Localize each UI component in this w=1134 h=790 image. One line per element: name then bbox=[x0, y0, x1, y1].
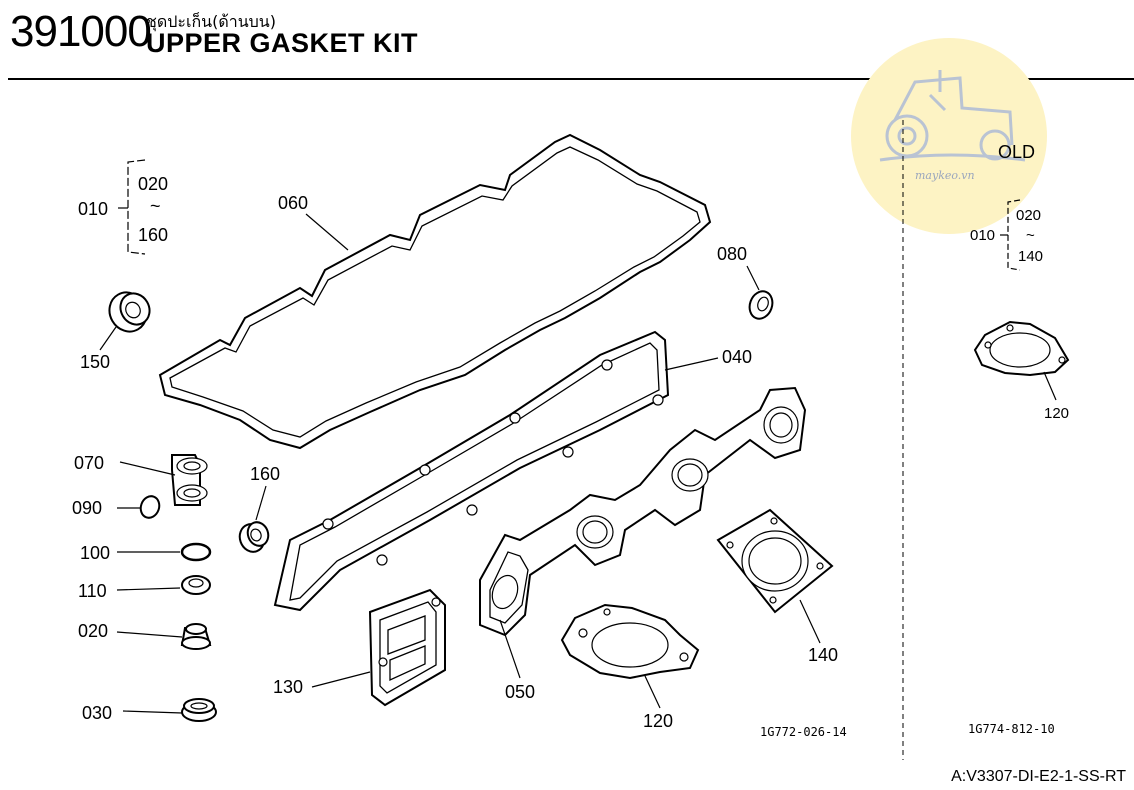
label-120: 120 bbox=[643, 711, 673, 731]
label-010: 010 bbox=[78, 199, 108, 219]
part-020-valve-stem-seal: 020 bbox=[78, 621, 212, 650]
old-label-120: 120 bbox=[1044, 405, 1069, 422]
label-060: 060 bbox=[278, 193, 308, 213]
watermark-logo: maykeo.vn bbox=[851, 38, 1047, 234]
page-header: 391000 ชุดปะเก็น(ด้านบน) UPPER GASKET KI… bbox=[0, 0, 1134, 82]
set-bracket-old: 010 020 ~ 140 bbox=[970, 199, 1043, 271]
old-part-120-flange-gasket: 120 bbox=[973, 320, 1070, 422]
label-140: 140 bbox=[808, 645, 838, 665]
part-100-o-ring: 100 bbox=[80, 542, 212, 563]
drawing-code-main: 1G772-026-14 bbox=[760, 725, 847, 739]
part-120-flange-gasket: 120 bbox=[560, 603, 700, 731]
part-030-seal: 030 bbox=[82, 698, 217, 723]
part-090-o-ring: 090 bbox=[72, 495, 161, 519]
label-110: 110 bbox=[78, 581, 107, 601]
label-070: 070 bbox=[74, 453, 104, 473]
part-070-gasket: 070 bbox=[74, 453, 208, 506]
part-140-square-gasket: 140 bbox=[716, 508, 838, 665]
label-130: 130 bbox=[273, 677, 303, 697]
reference-code: A:V3307-DI-E2-1-SS-RT bbox=[951, 768, 1126, 785]
watermark-circle bbox=[851, 38, 1047, 234]
part-150-oil-seal: 150 bbox=[80, 291, 151, 372]
label-range-tilde: ~ bbox=[150, 196, 161, 216]
old-panel-title: OLD bbox=[998, 142, 1035, 162]
label-range-start: 020 bbox=[138, 174, 168, 194]
header-divider bbox=[8, 78, 1134, 80]
label-050: 050 bbox=[505, 682, 535, 702]
page-title: UPPER GASKET KIT bbox=[146, 28, 419, 58]
label-100: 100 bbox=[80, 543, 110, 563]
watermark-text: maykeo.vn bbox=[915, 169, 975, 182]
part-080-seal: 080 bbox=[717, 244, 774, 320]
part-130-gasket: 130 bbox=[273, 588, 446, 707]
label-080: 080 bbox=[717, 244, 747, 264]
label-range-end: 160 bbox=[138, 225, 168, 245]
part-160-seal: 160 bbox=[238, 464, 280, 553]
set-bracket-main: 010 020 ~ 160 bbox=[78, 159, 168, 255]
label-030: 030 bbox=[82, 703, 112, 723]
label-020: 020 bbox=[78, 621, 108, 641]
label-160: 160 bbox=[250, 464, 280, 484]
label-040: 040 bbox=[722, 347, 752, 367]
old-label-010: 010 bbox=[970, 227, 995, 244]
old-label-range-start: 020 bbox=[1016, 207, 1041, 224]
drawing-code-old: 1G774-812-10 bbox=[968, 722, 1055, 736]
old-label-range-end: 140 bbox=[1018, 248, 1043, 265]
label-090: 090 bbox=[72, 498, 102, 518]
old-label-range-tilde: ~ bbox=[1026, 227, 1035, 244]
tractor-icon bbox=[879, 70, 1026, 162]
part-110-washer: 110 bbox=[78, 575, 211, 601]
part-050-exhaust-gasket: 050 bbox=[479, 386, 807, 702]
page-number: 391000 bbox=[10, 7, 152, 56]
part-060-rocker-cover-gasket: 060 bbox=[158, 133, 712, 450]
part-040-intake-gasket: 040 bbox=[273, 330, 752, 612]
title-thai: ชุดปะเก็น(ด้านบน) bbox=[146, 12, 276, 31]
label-150: 150 bbox=[80, 352, 110, 372]
